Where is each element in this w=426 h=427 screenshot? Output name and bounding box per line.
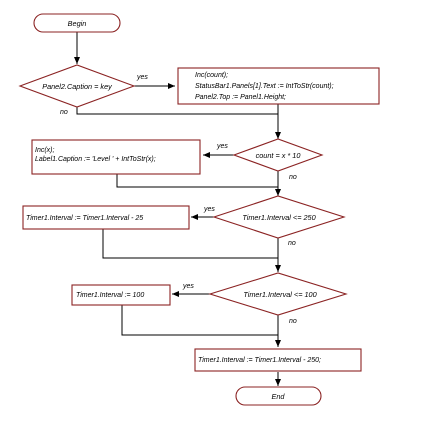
- process-update-status-shape: [177, 67, 380, 105]
- process-subtract-250-shape: [194, 348, 362, 372]
- start-terminator: Begin: [33, 13, 121, 33]
- decision-count-check-text: count = x * 10: [256, 151, 301, 160]
- process-level-up-line1: Inc(x);: [35, 147, 55, 154]
- process-level-up-line2: Label1.Caption := 'Level ' + IntToStr(x)…: [35, 156, 156, 163]
- decision-interval-100-text: Timer1.Interval <= 100: [243, 290, 316, 299]
- connectors: [74, 32, 281, 386]
- process-update-status-line1: Inc(count);: [195, 72, 228, 79]
- end-label: End: [272, 392, 286, 401]
- connector-process2-return: [116, 174, 278, 188]
- process-set-interval-100-shape: [71, 284, 171, 306]
- decision-count-check-no-label: no: [289, 174, 297, 181]
- process-decrease-interval-shape: [22, 205, 190, 230]
- process-update-status-line2: StatusBar1.Panels[1].Text := IntToStr(co…: [195, 83, 334, 90]
- decision-panel-caption-no-label: no: [60, 109, 68, 116]
- process-update-status: Inc(count); StatusBar1.Panels[1].Text :=…: [177, 67, 380, 105]
- process-level-up: Inc(x); Label1.Caption := 'Level ' + Int…: [31, 139, 201, 175]
- start-terminator-shape: [33, 13, 121, 33]
- decision-interval-250-text: Timer1.Interval <= 250: [242, 213, 315, 222]
- process-set-interval-100: Timer1.Interval := 100: [71, 284, 171, 306]
- decision-interval-100: Timer1.Interval <= 100 yes no: [182, 272, 348, 325]
- start-label: Begin: [68, 19, 87, 28]
- connector-decision1-no: [76, 107, 278, 115]
- decision-interval-250-no-label: no: [288, 240, 296, 247]
- end-terminator: End: [235, 386, 322, 406]
- decision-panel-caption: Panel2.Caption = key yes no: [18, 64, 148, 116]
- process-set-interval-100-text: Timer1.Interval := 100: [76, 292, 144, 299]
- decision-panel-caption-text: Panel2.Caption = key: [42, 82, 113, 91]
- connector-process4-return: [121, 305, 278, 336]
- process-subtract-250: Timer1.Interval := Timer1.Interval - 250…: [194, 348, 362, 372]
- end-terminator-shape: [235, 386, 322, 406]
- decision-count-check-yes-label: yes: [216, 143, 228, 150]
- decision-count-check-shape: [232, 138, 324, 172]
- decision-interval-250-yes-label: yes: [203, 206, 215, 213]
- decision-interval-100-shape: [208, 272, 348, 316]
- process-subtract-250-text: Timer1.Interval := Timer1.Interval - 250…: [198, 357, 321, 364]
- decision-interval-100-no-label: no: [289, 318, 297, 325]
- decision-count-check: count = x * 10 yes no: [216, 138, 324, 181]
- connector-process3-return: [102, 229, 278, 259]
- decision-interval-250: Timer1.Interval <= 250 yes no: [203, 195, 346, 247]
- process-decrease-interval: Timer1.Interval := Timer1.Interval - 25: [22, 205, 190, 230]
- decision-panel-caption-yes-label: yes: [136, 74, 148, 81]
- decision-interval-100-yes-label: yes: [182, 283, 194, 290]
- process-level-up-shape: [31, 139, 201, 175]
- decision-interval-250-shape: [212, 195, 346, 239]
- decision-panel-caption-shape: [18, 64, 136, 108]
- process-decrease-interval-text: Timer1.Interval := Timer1.Interval - 25: [26, 215, 143, 222]
- process-update-status-line3: Panel2.Top := Panel1.Height;: [195, 94, 286, 101]
